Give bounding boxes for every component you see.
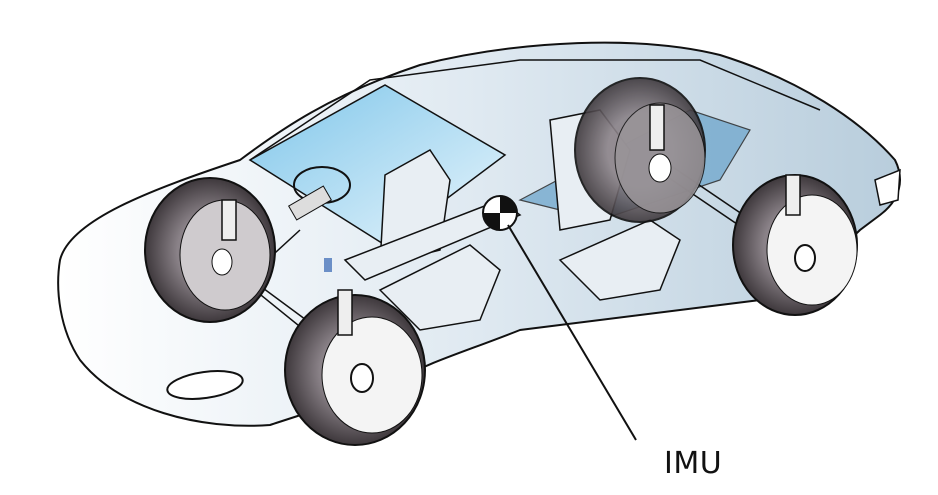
- steering-column: [287, 185, 333, 221]
- taillight: [874, 168, 901, 206]
- front-left-wheel: [144, 177, 276, 323]
- seats: [343, 109, 681, 331]
- rear-left-wheel: [574, 77, 706, 223]
- imu-symbol: [482, 195, 518, 231]
- imu-label: IMU: [664, 446, 723, 481]
- imu-leader-line: [507, 224, 637, 441]
- marker: [324, 258, 332, 272]
- roof-line: [249, 59, 821, 161]
- windshield: [248, 84, 507, 246]
- rear-right-wheel: [732, 174, 858, 316]
- suspension-struts: [221, 104, 801, 336]
- headlight: [166, 370, 244, 400]
- front-right-wheel: [284, 294, 426, 446]
